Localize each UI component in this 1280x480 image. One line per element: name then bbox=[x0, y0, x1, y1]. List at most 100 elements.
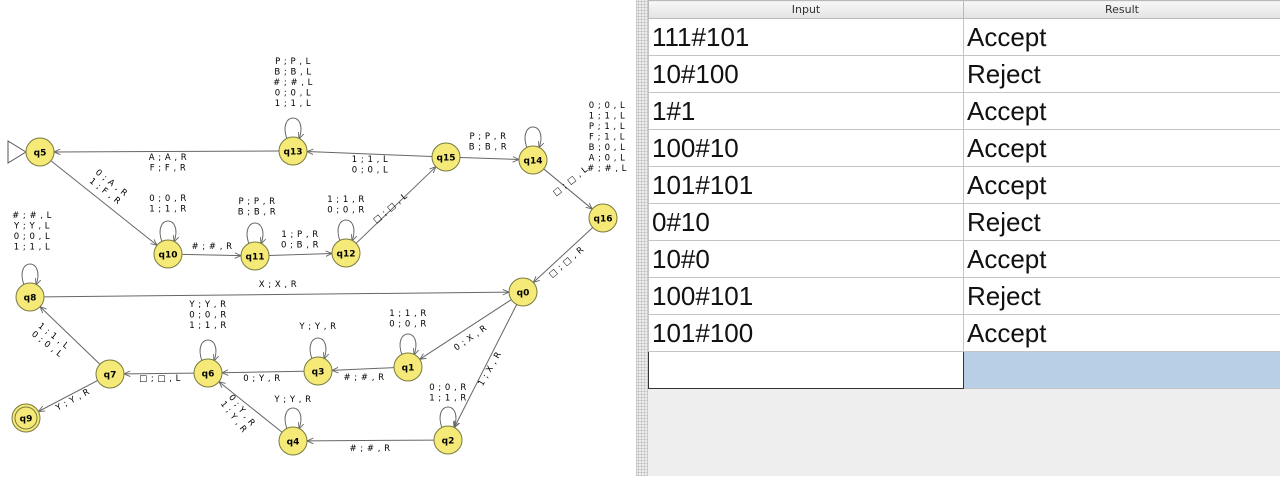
transition-label[interactable]: 0 ; Y , R1 ; Y , R bbox=[218, 393, 257, 435]
transition-arrow[interactable] bbox=[54, 151, 279, 152]
transition-arrow[interactable] bbox=[533, 228, 592, 283]
result-cell[interactable]: Accept bbox=[964, 315, 1280, 352]
transition-arrow[interactable] bbox=[338, 220, 354, 241]
input-cell[interactable]: 100#10 bbox=[649, 130, 964, 167]
input-cell[interactable]: 101#101 bbox=[649, 167, 964, 204]
transition-arrow[interactable] bbox=[400, 334, 416, 355]
transition-arrow[interactable] bbox=[285, 118, 301, 139]
result-cell[interactable]: Accept bbox=[964, 93, 1280, 130]
new-input-cell[interactable] bbox=[649, 352, 964, 389]
input-cell[interactable]: 100#101 bbox=[649, 278, 964, 315]
transition-arrow[interactable] bbox=[420, 300, 512, 360]
state-node-q5[interactable]: q5 bbox=[8, 138, 54, 166]
column-header-input[interactable]: Input bbox=[649, 1, 964, 19]
input-cell[interactable]: 101#100 bbox=[649, 315, 964, 352]
transition-label[interactable]: □ ; □ , L bbox=[372, 191, 410, 225]
transition-label[interactable]: # ; # , R bbox=[349, 444, 390, 454]
state-node-q1[interactable]: q1 bbox=[394, 353, 422, 381]
state-node-q4[interactable]: q4 bbox=[279, 427, 307, 455]
result-cell[interactable]: Reject bbox=[964, 56, 1280, 93]
state-node-q2[interactable]: q2 bbox=[434, 426, 462, 454]
result-cell[interactable]: Reject bbox=[964, 204, 1280, 241]
transition-arrow[interactable] bbox=[332, 368, 394, 371]
transition-label[interactable]: X ; X , R bbox=[259, 280, 297, 290]
transition-label[interactable]: □ ; □ , L bbox=[551, 165, 590, 199]
state-node-q7[interactable]: q7 bbox=[96, 360, 124, 388]
result-cell[interactable]: Accept bbox=[964, 241, 1280, 278]
transition-arrow[interactable] bbox=[307, 440, 434, 441]
state-node-q12[interactable]: q12 bbox=[332, 239, 360, 267]
state-node-q14[interactable]: q14 bbox=[519, 146, 547, 174]
input-cell[interactable]: 1#1 bbox=[649, 93, 964, 130]
state-node-q16[interactable]: q16 bbox=[589, 204, 617, 232]
result-cell[interactable]: Accept bbox=[964, 167, 1280, 204]
transition-arrow[interactable] bbox=[285, 408, 301, 429]
state-node-q0[interactable]: q0 bbox=[509, 278, 537, 306]
transition-arrow[interactable] bbox=[222, 371, 304, 372]
transition-label[interactable]: 0 ; A , R1 ; F , R bbox=[87, 168, 130, 208]
state-node-q8[interactable]: q8 bbox=[16, 283, 44, 311]
transition-arrow[interactable] bbox=[460, 157, 519, 159]
input-cell[interactable]: 0#10 bbox=[649, 204, 964, 241]
transition-arrow[interactable] bbox=[247, 223, 263, 244]
transition-label[interactable]: Y ; Y , R bbox=[273, 395, 311, 405]
state-node-q3[interactable]: q3 bbox=[304, 357, 332, 385]
result-cell[interactable]: Reject bbox=[964, 278, 1280, 315]
state-node-q13[interactable]: q13 bbox=[279, 137, 307, 165]
state-node-q11[interactable]: q11 bbox=[241, 242, 269, 270]
input-cell[interactable]: 10#100 bbox=[649, 56, 964, 93]
transition-label[interactable]: 1 ; 1 , L0 ; 0 , L bbox=[29, 321, 70, 360]
transition-label[interactable]: Y ; Y , R bbox=[298, 322, 336, 332]
result-cell[interactable]: Accept bbox=[964, 19, 1280, 56]
panel-splitter[interactable] bbox=[636, 0, 648, 476]
result-cell[interactable]: Accept bbox=[964, 130, 1280, 167]
column-header-result[interactable]: Result bbox=[964, 1, 1280, 19]
transition-arrow[interactable] bbox=[44, 292, 509, 297]
transition-label[interactable]: 0 ; Y , R bbox=[243, 374, 280, 384]
transition-arrow[interactable] bbox=[200, 340, 216, 361]
transition-label[interactable]: 0 ; X , R bbox=[452, 323, 489, 353]
transition-arrow[interactable] bbox=[310, 338, 326, 359]
input-cell[interactable]: 10#0 bbox=[649, 241, 964, 278]
new-input-row[interactable] bbox=[649, 352, 1280, 389]
transition-label[interactable]: □ ; □ , L bbox=[139, 374, 181, 384]
new-result-cell[interactable] bbox=[964, 352, 1280, 389]
transition-label[interactable]: □ ; □ , R bbox=[547, 245, 586, 280]
transition-arrow[interactable] bbox=[269, 253, 332, 255]
transition-arrow[interactable] bbox=[440, 407, 456, 428]
state-node-q15[interactable]: q15 bbox=[432, 143, 460, 171]
state-node-q10[interactable]: q10 bbox=[154, 240, 182, 268]
input-cell[interactable]: 111#101 bbox=[649, 19, 964, 56]
transition-arrow[interactable] bbox=[160, 221, 176, 242]
transition-label[interactable]: # ; # , R bbox=[343, 373, 384, 383]
transition-arrow[interactable] bbox=[525, 127, 541, 148]
transition-label[interactable]: # ; # , R bbox=[191, 242, 232, 252]
transition-arrow[interactable] bbox=[182, 254, 241, 255]
state-node-q6[interactable]: q6 bbox=[194, 359, 222, 387]
